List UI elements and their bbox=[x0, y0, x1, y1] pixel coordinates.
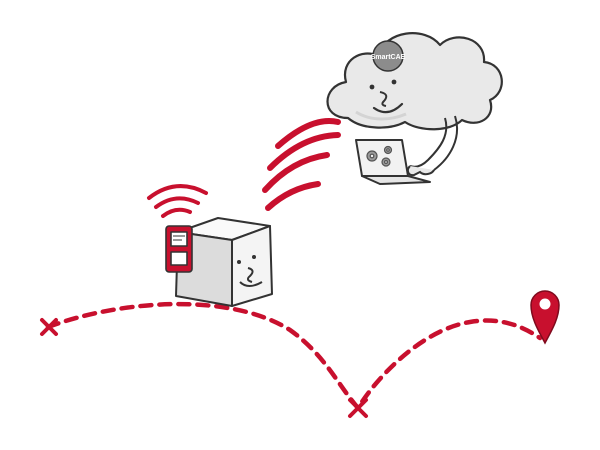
laptop-gears-icon bbox=[355, 139, 431, 185]
cloud-logo-text: SmartCAE bbox=[371, 54, 406, 61]
location-pin-icon bbox=[530, 290, 560, 345]
datalogger-sensor-icon bbox=[165, 225, 193, 273]
cloud-logo-icon bbox=[372, 40, 404, 72]
cloud-eye-left bbox=[369, 84, 375, 90]
cloud-character-icon: SmartCAE bbox=[326, 32, 503, 177]
wireless-signal-icon bbox=[262, 118, 341, 211]
route-start-mark-icon bbox=[40, 318, 58, 336]
route-waypoint-mark-icon bbox=[348, 398, 368, 418]
cloud-eye-right bbox=[391, 79, 397, 85]
device-signal-icon bbox=[147, 184, 208, 218]
box-face-icon bbox=[237, 255, 263, 287]
gear-icon bbox=[366, 145, 393, 167]
dashed-route-icon bbox=[40, 301, 543, 418]
